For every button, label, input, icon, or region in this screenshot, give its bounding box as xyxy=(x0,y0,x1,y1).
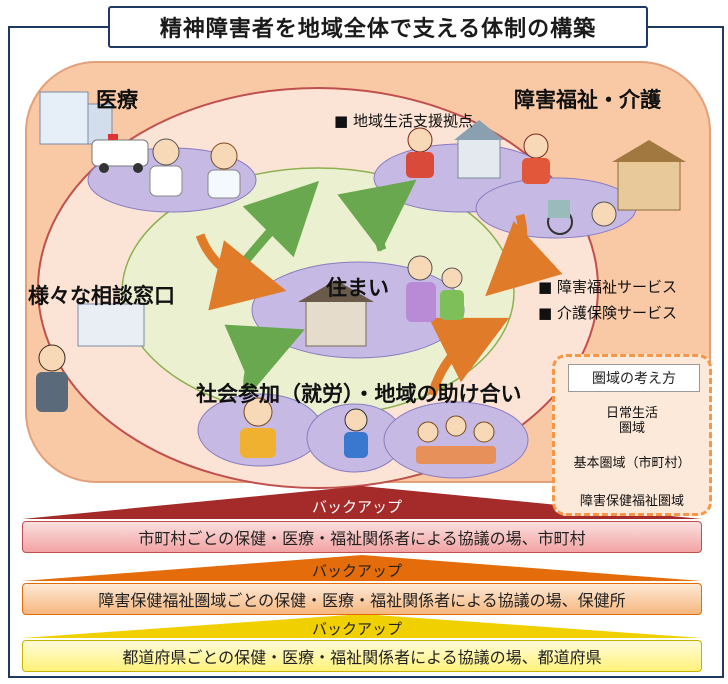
bar-health-area: 障害保健福祉圏域ごとの保健・医療・福祉関係者による協議の場、保健所 xyxy=(22,583,702,615)
caregiver-icon-2 xyxy=(522,133,550,184)
backup-band-1 xyxy=(22,486,702,519)
legend-basic: 基本圏域（市町村） xyxy=(573,456,691,471)
arrow-orange-3 xyxy=(427,317,510,397)
label-medical: 医療 xyxy=(96,88,138,112)
label-welfare: 障害福祉・介護 xyxy=(514,88,661,112)
arrow-green-2 xyxy=(337,179,417,252)
hospital-icon xyxy=(39,91,113,145)
backup-label-3: バックアップ xyxy=(312,620,403,638)
backup-band-2 xyxy=(22,555,702,581)
counselor-icon xyxy=(36,344,68,412)
house-welfare-icon xyxy=(454,120,504,179)
backup-label-2: バックアップ xyxy=(312,562,403,580)
label-service-2: ■ 介護保険サービス xyxy=(538,304,677,322)
caregiver-icon-1 xyxy=(406,127,434,178)
wheelchair-icon xyxy=(547,200,617,235)
bar-prefecture: 都道府県ごとの保健・医療・福祉関係者による協議の場、都道府県 xyxy=(22,640,702,672)
ambulance-icon xyxy=(91,134,149,173)
house-icon xyxy=(298,280,374,347)
backup-label-1: バックアップ xyxy=(312,498,403,516)
legend-title: 圏域の考え方 xyxy=(568,364,700,392)
social-ellipse-3 xyxy=(383,401,529,479)
label-housing: 住まい xyxy=(326,276,389,300)
nurse-icon xyxy=(207,142,241,199)
diagram-title: 精神障害者を地域全体で支える体制の構築 xyxy=(108,6,648,48)
consult-building-icon xyxy=(77,303,145,347)
family-icon xyxy=(406,255,464,322)
community-icon xyxy=(416,415,496,464)
arrow-orange-2 xyxy=(485,213,563,297)
care-facility-icon xyxy=(612,140,686,211)
backup-band-3 xyxy=(22,614,702,638)
bar-municipal: 市町村ごとの保健・医療・福祉関係者による協議の場、市町村 xyxy=(22,521,702,553)
arrow-orange-1 xyxy=(195,233,287,311)
label-social: 社会参加（就労）・地域の助け合い xyxy=(196,382,522,406)
legend-daily: 日常生活 圏域 xyxy=(605,406,658,436)
label-service-1: ■ 障害福祉サービス xyxy=(538,278,677,296)
label-consult: 様々な相談窓口 xyxy=(28,284,175,308)
label-hub: ■ 地域生活支援拠点 xyxy=(334,112,473,130)
child-soccer-icon xyxy=(344,408,368,458)
worker-icon xyxy=(240,397,276,458)
legend-health: 障害保健福祉圏域 xyxy=(579,494,684,509)
arrow-green-3 xyxy=(224,324,305,391)
doctor-icon xyxy=(149,138,183,197)
